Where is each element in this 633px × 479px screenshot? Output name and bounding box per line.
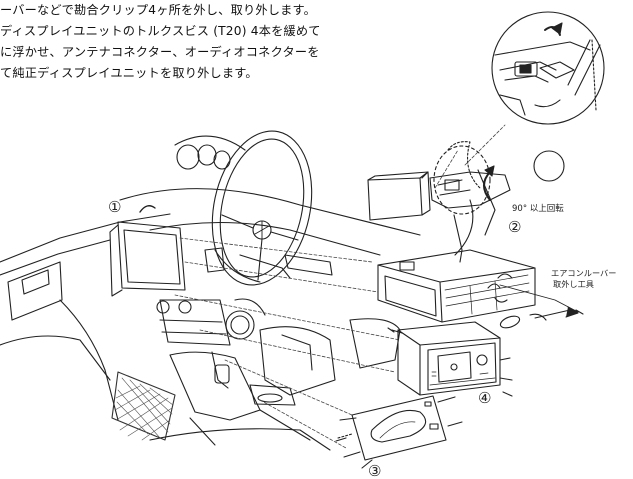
tool-label-line2: 取外し工具 <box>553 279 594 289</box>
display-unit <box>387 321 513 397</box>
step-2-label: ② <box>508 218 521 236</box>
instruction-line-3: に浮かせ、アンテナコネクター、オーディオコネクターを <box>0 45 320 59</box>
step-1-label: ① <box>108 198 121 216</box>
step-3-label: ③ <box>368 462 381 479</box>
step-4-label: ④ <box>478 389 491 407</box>
step-labels: ① ② ③ ④ <box>108 198 521 479</box>
removal-lines <box>174 124 506 449</box>
clip-detail <box>367 141 565 263</box>
tool-label-line1: エアコンルーバー <box>551 268 616 278</box>
callouts: 90° 以上回転 エアコンルーバー 取外し工具 <box>512 204 616 289</box>
dashboard-drawing <box>0 130 421 451</box>
instruction-text: ーバーなどで勘合クリップ4ヶ所を外し、取り外します。 ディスプレイユニットのトル… <box>0 0 340 84</box>
instruction-line-2: ディスプレイユニットのトルクスビス (T20) 4本を緩めて <box>0 24 321 38</box>
vent-assembly <box>377 249 584 329</box>
clip-magnifier <box>491 11 605 125</box>
center-panel <box>335 395 463 469</box>
instruction-line-4: て純正ディスプレイユニットを取り外します。 <box>0 66 258 80</box>
instruction-line-1: ーバーなどで勘合クリップ4ヶ所を外し、取り外します。 <box>0 3 317 17</box>
rotation-label: 90° 以上回転 <box>512 204 564 214</box>
